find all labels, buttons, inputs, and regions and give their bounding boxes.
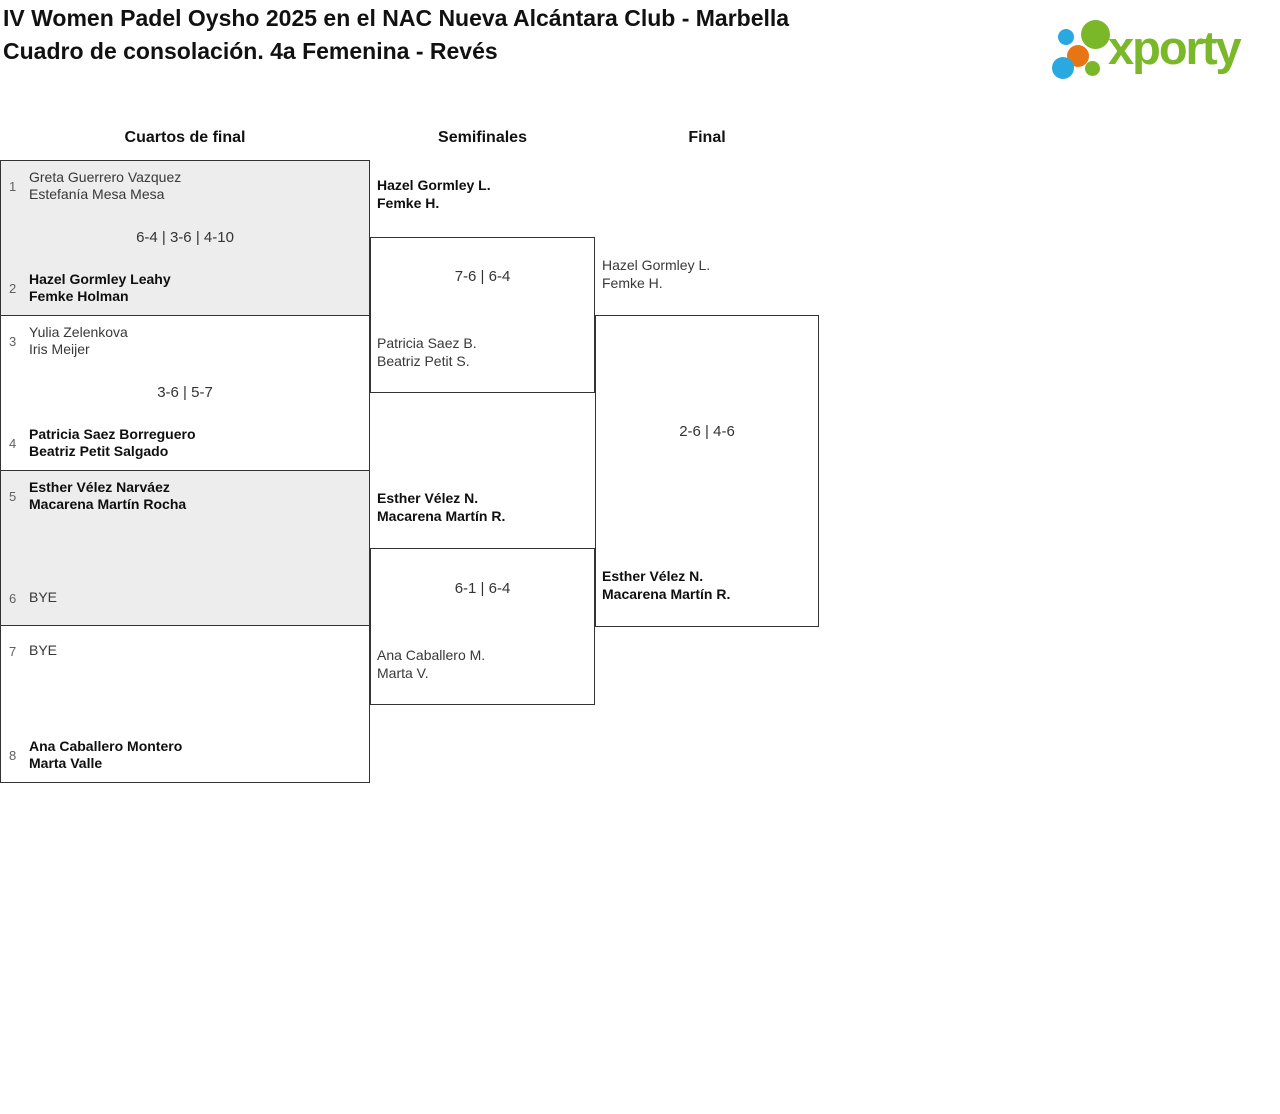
round-header-final: Final: [688, 129, 726, 146]
team-slot: 4 Patricia Saez Borreguero Beatriz Petit…: [9, 425, 361, 461]
seed-number: 3: [9, 333, 17, 349]
match-semifinal-1: [370, 237, 595, 393]
player-name: Marta Valle: [29, 755, 103, 771]
match-quarterfinal-4: 7 BYE 8 Ana Caballero Montero Marta Vall…: [0, 625, 370, 783]
logo-dot-green-small-icon: [1085, 61, 1100, 76]
seed-number: 5: [9, 488, 17, 504]
match-quarterfinal-3: 5 Esther Vélez Narváez Macarena Martín R…: [0, 470, 370, 626]
logo-wordmark: xporty: [1108, 21, 1242, 74]
round-header-quarterfinals: Cuartos de final: [124, 129, 246, 146]
team-slot: 1 Greta Guerrero Vazquez Estefanía Mesa …: [9, 168, 361, 204]
seed-number: 8: [9, 747, 17, 763]
player-name: Hazel Gormley L.: [602, 257, 711, 273]
player-name: Ana Caballero Montero: [29, 737, 183, 754]
player-name: Ana Caballero M.: [377, 647, 486, 663]
player-name: Patricia Saez Borreguero: [29, 425, 196, 442]
player-name: BYE: [29, 589, 58, 606]
seed-number: 6: [9, 590, 17, 606]
xporty-logo[interactable]: xporty: [1050, 12, 1275, 96]
player-name: Estefanía Mesa Mesa: [29, 186, 165, 202]
team-slot: 2 Hazel Gormley Leahy Femke Holman: [9, 270, 361, 306]
logo-dot-blue-small-icon: [1058, 29, 1074, 45]
seed-number: 2: [9, 280, 17, 296]
match-quarterfinal-2: 3 Yulia Zelenkova Iris Meijer 3-6 | 5-7 …: [0, 315, 370, 471]
team-slot: 6 BYE: [9, 580, 361, 616]
player-name: Femke Holman: [29, 288, 129, 304]
logo-dot-green-large-icon: [1081, 20, 1110, 49]
player-name: Macarena Martín Rocha: [29, 496, 187, 512]
seed-number: 4: [9, 435, 17, 451]
player-name: Esther Vélez N.: [377, 490, 479, 506]
match-semifinal-2: [370, 548, 595, 705]
team-slot: 7 BYE: [9, 633, 361, 669]
player-name: Yulia Zelenkova: [29, 323, 128, 340]
player-name: Hazel Gormley L.: [377, 177, 491, 193]
player-name: Femke H.: [377, 194, 440, 211]
team-final-top: Hazel Gormley L. Femke H.: [602, 257, 710, 292]
player-name: Greta Guerrero Vazquez: [29, 168, 182, 185]
player-name: BYE: [29, 642, 58, 659]
round-header-semifinals: Semifinales: [438, 129, 527, 146]
match-score: 3-6 | 5-7: [157, 384, 213, 401]
team-final-bottom: Esther Vélez N. Macarena Martín R.: [602, 568, 730, 603]
team-semifinal-1-bottom: Patricia Saez B. Beatriz Petit S.: [377, 335, 477, 370]
player-name: Esther Vélez Narváez: [29, 478, 170, 495]
page-title: IV Women Padel Oysho 2025 en el NAC Nuev…: [3, 5, 790, 31]
team-semifinal-2-top: Esther Vélez N. Macarena Martín R.: [377, 490, 505, 525]
match-quarterfinal-1: 1 Greta Guerrero Vazquez Estefanía Mesa …: [0, 160, 370, 316]
page-subtitle: Cuadro de consolación. 4a Femenina - Rev…: [3, 38, 498, 64]
player-name: Macarena Martín R.: [377, 507, 506, 524]
player-name: Esther Vélez N.: [602, 568, 704, 584]
team-slot: 8 Ana Caballero Montero Marta Valle: [9, 737, 361, 773]
team-semifinal-1-top: Hazel Gormley L. Femke H.: [377, 177, 491, 212]
logo-dot-blue-large-icon: [1052, 57, 1074, 79]
match-score: 6-1 | 6-4: [454, 580, 511, 597]
page-header: IV Women Padel Oysho 2025 en el NAC Nuev…: [3, 2, 789, 68]
team-semifinal-2-bottom: Ana Caballero M. Marta V.: [377, 647, 485, 682]
player-name: Femke H.: [602, 274, 663, 291]
player-name: Hazel Gormley Leahy: [29, 270, 171, 287]
match-score: 7-6 | 6-4: [454, 268, 511, 285]
player-name: Beatriz Petit S.: [377, 352, 470, 369]
match-final: [595, 315, 819, 627]
seed-number: 7: [9, 643, 17, 659]
player-name: Iris Meijer: [29, 341, 90, 357]
player-name: Beatriz Petit Salgado: [29, 443, 169, 459]
player-name: Marta V.: [377, 664, 429, 681]
player-name: Macarena Martín R.: [602, 585, 731, 602]
player-name: Patricia Saez B.: [377, 335, 477, 351]
seed-number: 1: [9, 178, 17, 194]
match-score: 2-6 | 4-6: [679, 423, 735, 440]
match-score: 6-4 | 3-6 | 4-10: [136, 229, 234, 246]
team-slot: 3 Yulia Zelenkova Iris Meijer: [9, 323, 361, 359]
team-slot: 5 Esther Vélez Narváez Macarena Martín R…: [9, 478, 361, 514]
